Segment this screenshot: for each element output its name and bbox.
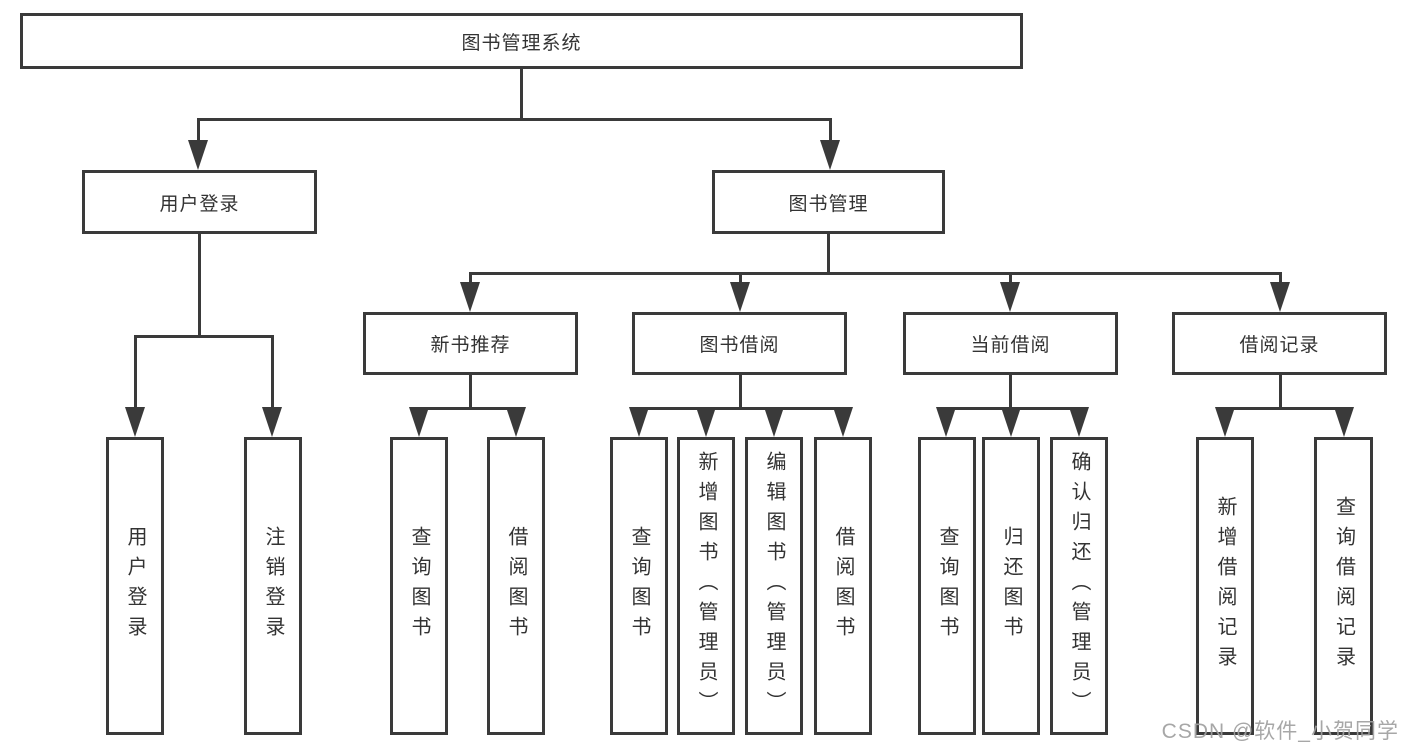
leaf-query-books-current: 查询图书 [918,437,976,735]
connector-leaf-stem [739,272,742,286]
leaf-borrow-books-recommend: 借阅图书 [487,437,545,735]
connector-user-login-down [198,234,201,335]
arrow-down-icon [262,407,282,437]
arrow-down-icon [1069,407,1089,437]
arrow-down-icon [409,407,429,437]
connector-group-down [1279,375,1282,410]
node-label: 借阅记录 [1239,335,1320,356]
arrow-down-icon [460,282,480,312]
leaf-add-books-admin: 新增图书（管理员） [677,437,735,735]
leaf-label: 用户登录 [124,526,146,646]
connector-group-down [469,375,472,410]
connector-leaf-stem [271,335,274,410]
leaf-add-borrow-record: 新增借阅记录 [1196,437,1254,735]
arrow-down-icon [188,140,208,170]
leaf-query-books-borrow: 查询图书 [610,437,668,735]
connector-leaf-stem [1009,272,1012,286]
connector-user-login-stem [197,118,200,145]
connector-level3-rail [469,272,1282,275]
leaf-label: 查询图书 [936,526,958,646]
node-label: 图书管理系统 [461,32,582,54]
connector-level2-rail [197,118,832,121]
arrow-down-icon [764,407,784,437]
leaf-label: 查询图书 [628,526,650,646]
leaf-return-books: 归还图书 [982,437,1040,735]
connector-book-mgmt-stem [829,118,832,145]
leaf-borrow-books: 借阅图书 [814,437,872,735]
node-label: 用户登录 [159,193,240,215]
connector-group-down [739,375,742,410]
leaf-label: 借阅图书 [505,526,527,646]
arrow-down-icon [1270,282,1290,312]
leaf-user-login: 用户登录 [106,437,164,735]
arrow-down-icon [629,407,649,437]
leaf-label: 查询图书 [408,526,430,646]
leaf-label: 归还图书 [1000,526,1022,646]
arrow-down-icon [1334,407,1354,437]
csdn-watermark: CSDN @软件_小贺同学 [1161,720,1399,743]
leaf-logout: 注销登录 [244,437,302,735]
connector-group-rail [1223,407,1346,410]
arrow-down-icon [125,407,145,437]
leaf-label: 新增图书（管理员） [695,451,717,721]
node-label: 当前借阅 [970,335,1051,356]
connector-group-rail [418,407,518,410]
node-new-book-recommend: 新书推荐 [363,312,578,375]
arrow-down-icon [506,407,526,437]
connector-book-mgmt-down [827,234,830,272]
leaf-query-borrow-record: 查询借阅记录 [1314,437,1373,735]
leaf-label: 查询借阅记录 [1332,496,1355,676]
arrow-down-icon [833,407,853,437]
node-borrow-records: 借阅记录 [1172,312,1387,375]
node-book-borrow: 图书借阅 [632,312,847,375]
leaf-label: 新增借阅记录 [1214,496,1236,676]
connector-group-down [1009,375,1012,410]
connector-leaf-stem [469,272,472,286]
leaf-edit-books-admin: 编辑图书（管理员） [745,437,803,735]
node-label: 图书管理 [788,193,869,215]
arrow-down-icon [1001,407,1021,437]
arrow-down-icon [1000,282,1020,312]
arrow-down-icon [820,140,840,170]
arrow-down-icon [936,407,956,437]
leaf-confirm-return-admin: 确认归还（管理员） [1050,437,1108,735]
node-label: 新书推荐 [430,335,511,356]
node-user-login: 用户登录 [82,170,317,234]
leaf-label: 注销登录 [262,526,284,646]
leaf-label: 确认归还（管理员） [1068,451,1090,721]
connector-leaf-stem [134,335,137,410]
arrow-down-icon [730,282,750,312]
leaf-query-books-recommend: 查询图书 [390,437,448,735]
node-current-borrow: 当前借阅 [903,312,1118,375]
connector-user-login-rail [134,335,274,338]
arrow-down-icon [696,407,716,437]
connector-root-stem [520,69,523,118]
node-book-management: 图书管理 [712,170,945,234]
connector-leaf-stem [1279,272,1282,286]
node-library-management-system: 图书管理系统 [20,13,1023,69]
leaf-label: 编辑图书（管理员） [763,451,785,721]
arrow-down-icon [1215,407,1235,437]
connector-group-rail [636,407,845,410]
node-label: 图书借阅 [699,335,780,356]
leaf-label: 借阅图书 [832,526,854,646]
